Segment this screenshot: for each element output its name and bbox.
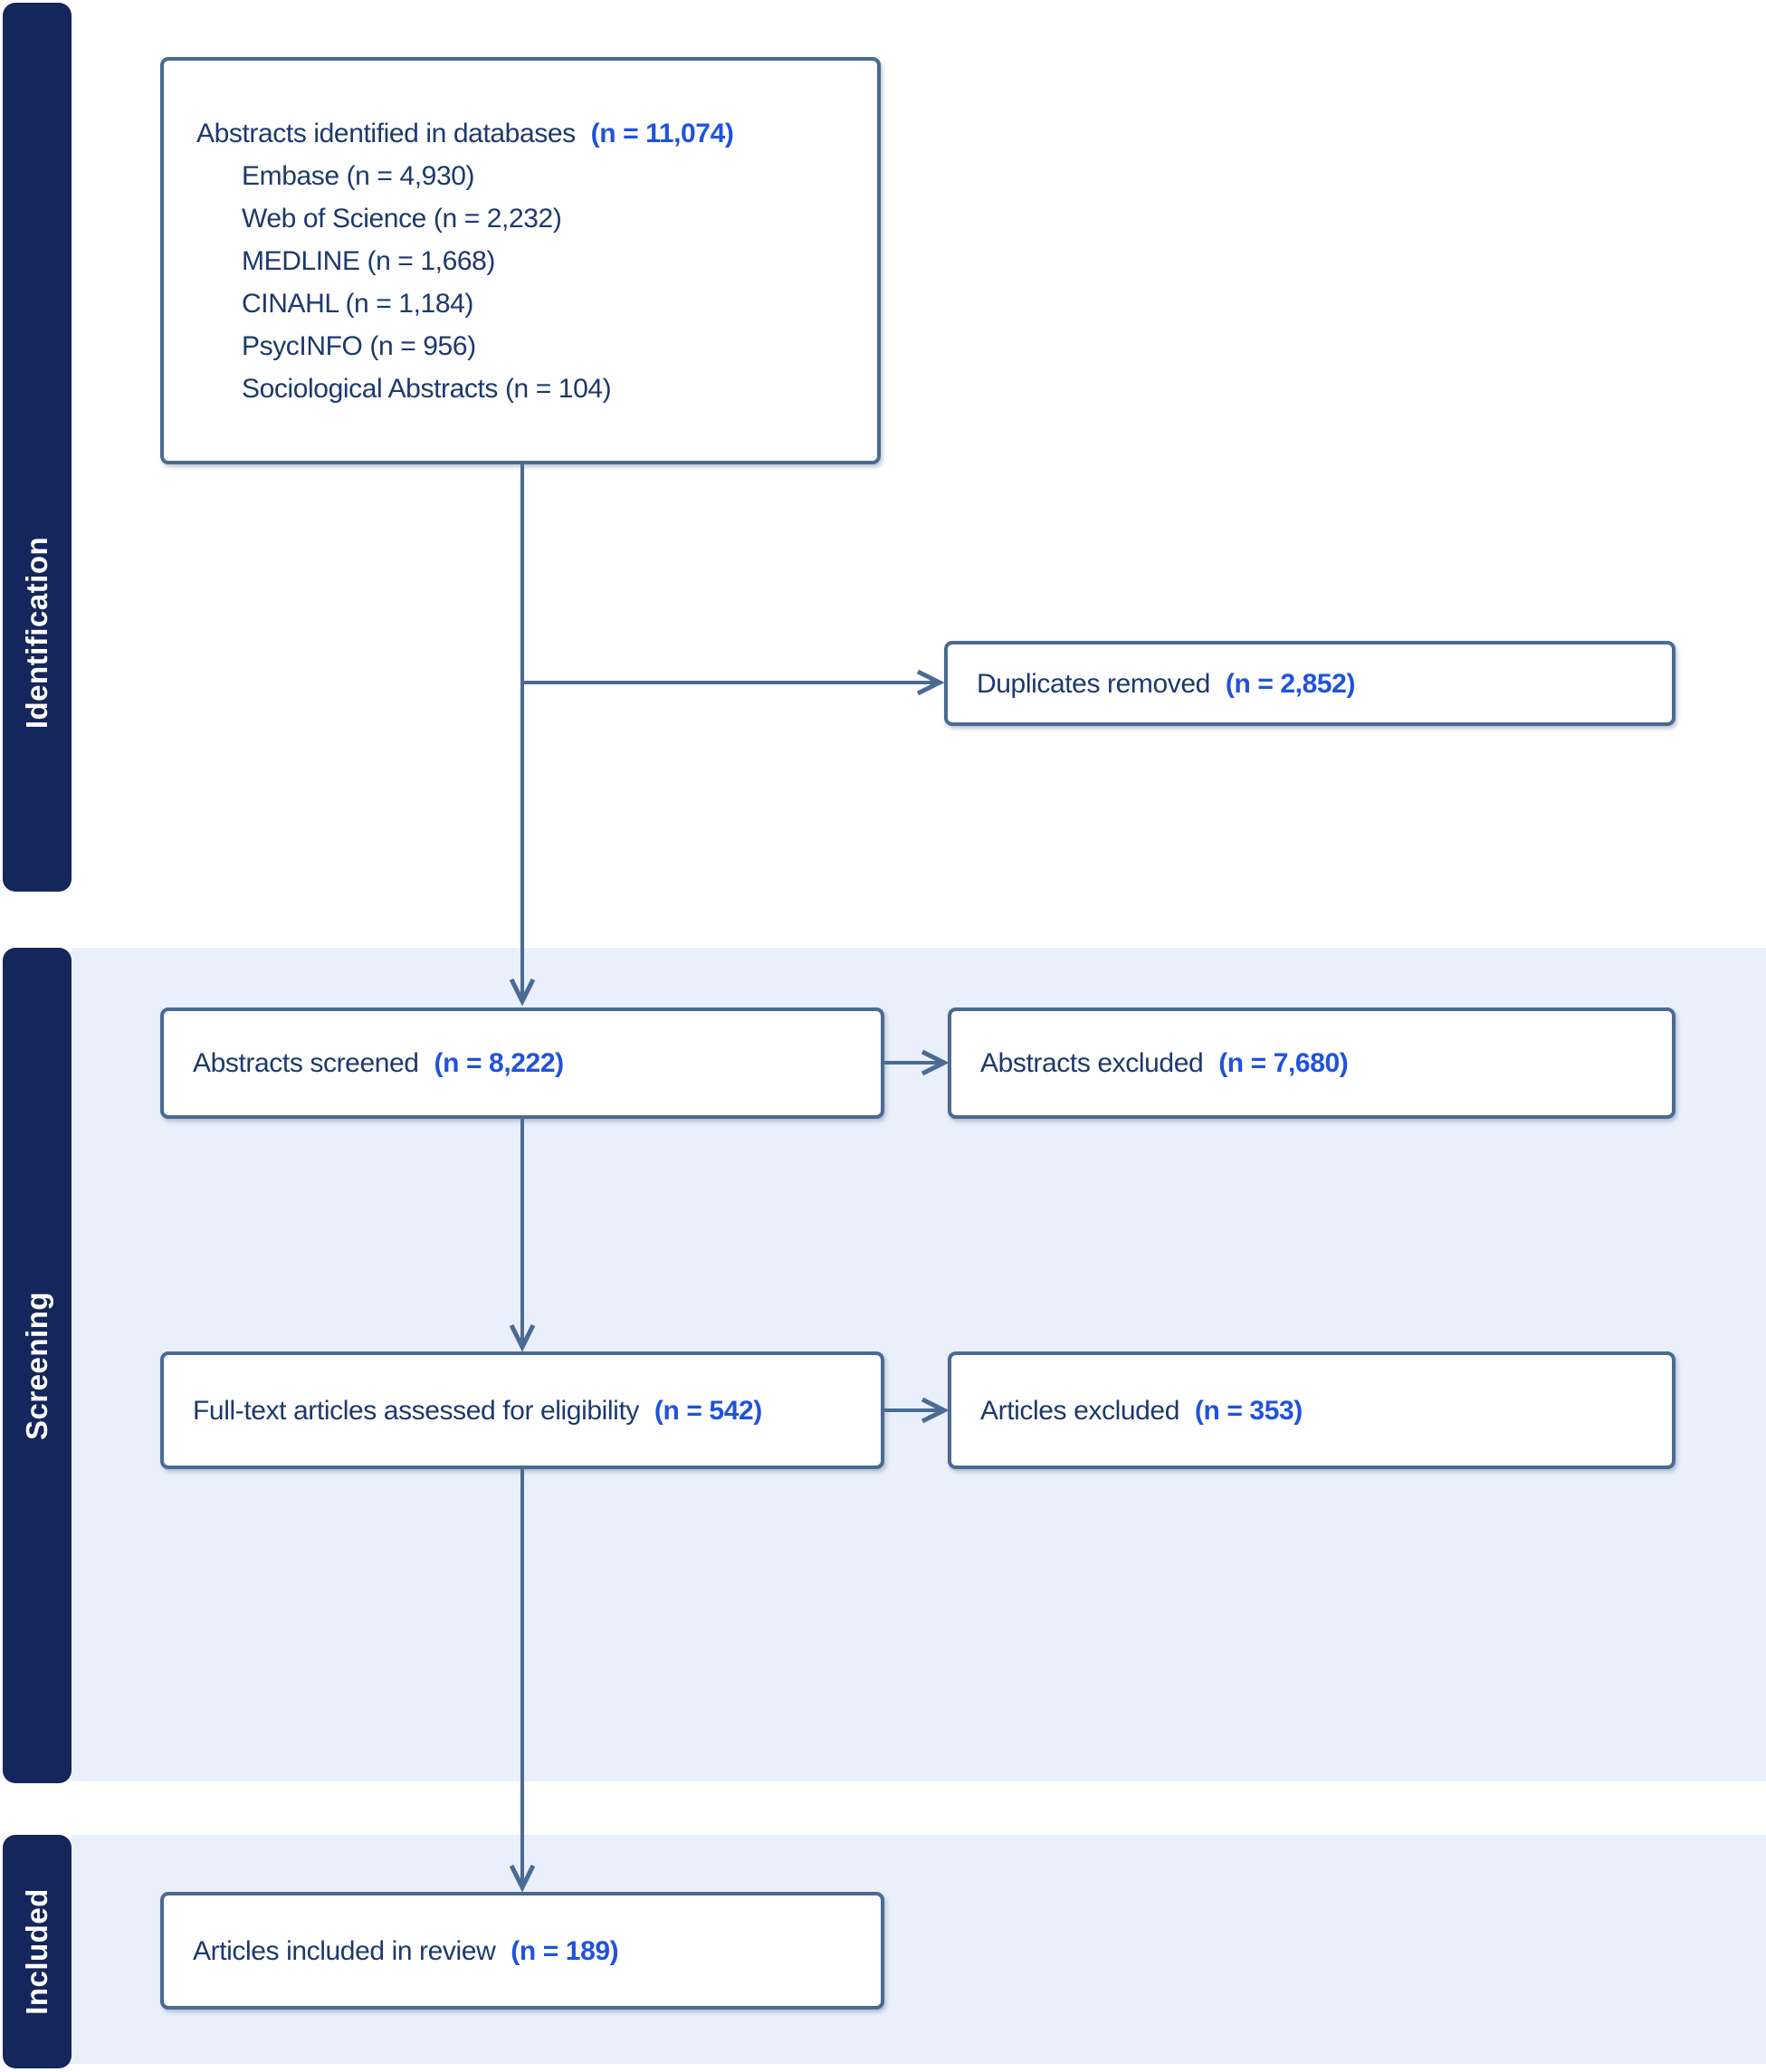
stage-label-screening: Screening [20,1291,53,1440]
database-item: Sociological Abstracts (n = 104) [242,373,612,404]
database-item: PsycINFO (n = 956) [242,330,476,361]
node-count: (n = 542) [654,1395,762,1426]
node-count: (n = 11,074) [590,118,734,148]
node-abstracts-screened: Abstracts screened (n = 8,222) [160,1007,884,1119]
stage-label-included: Included [20,1888,53,2015]
database-item: Web of Science (n = 2,232) [242,203,562,234]
node-title: Abstracts excluded (n = 7,680) [980,1042,1672,1084]
stage-bar-screening: Screening [3,948,72,1783]
node-label: Duplicates removed [977,668,1210,699]
node-articles-included: Articles included in review (n = 189) [160,1892,884,2010]
node-count: (n = 189) [511,1935,619,1966]
node-count: (n = 7,680) [1218,1048,1349,1078]
node-label: Abstracts identified in databases [196,118,576,148]
node-title: Full-text articles assessed for eligibil… [193,1389,881,1432]
stage-bar-included: Included [3,1835,72,2068]
node-abstracts-identified: Abstracts identified in databases (n = 1… [160,57,881,464]
stage-label-identification: Identification [20,536,53,730]
node-title: Abstracts identified in databases (n = 1… [196,112,877,155]
database-item: CINAHL (n = 1,184) [242,288,473,319]
node-label: Abstracts screened [193,1048,419,1078]
database-item: MEDLINE (n = 1,668) [242,245,496,276]
node-duplicates-removed: Duplicates removed (n = 2,852) [944,641,1675,726]
stage-bar-identification: Identification [3,3,72,892]
node-fulltext-assessed: Full-text articles assessed for eligibil… [160,1351,884,1469]
database-item: Embase (n = 4,930) [242,160,475,191]
node-label: Articles excluded [980,1395,1179,1426]
node-label: Full-text articles assessed for eligibil… [193,1395,639,1426]
node-title: Duplicates removed (n = 2,852) [977,663,1672,705]
node-articles-excluded: Articles excluded (n = 353) [948,1351,1675,1469]
node-title: Abstracts screened (n = 8,222) [193,1042,881,1084]
node-label: Articles included in review [193,1935,496,1966]
node-abstracts-excluded: Abstracts excluded (n = 7,680) [948,1007,1675,1119]
node-label: Abstracts excluded [980,1048,1204,1078]
node-count: (n = 353) [1194,1395,1303,1426]
node-count: (n = 2,852) [1225,668,1356,699]
node-title: Articles excluded (n = 353) [980,1389,1672,1432]
node-count: (n = 8,222) [434,1048,565,1078]
node-title: Articles included in review (n = 189) [193,1930,881,1972]
